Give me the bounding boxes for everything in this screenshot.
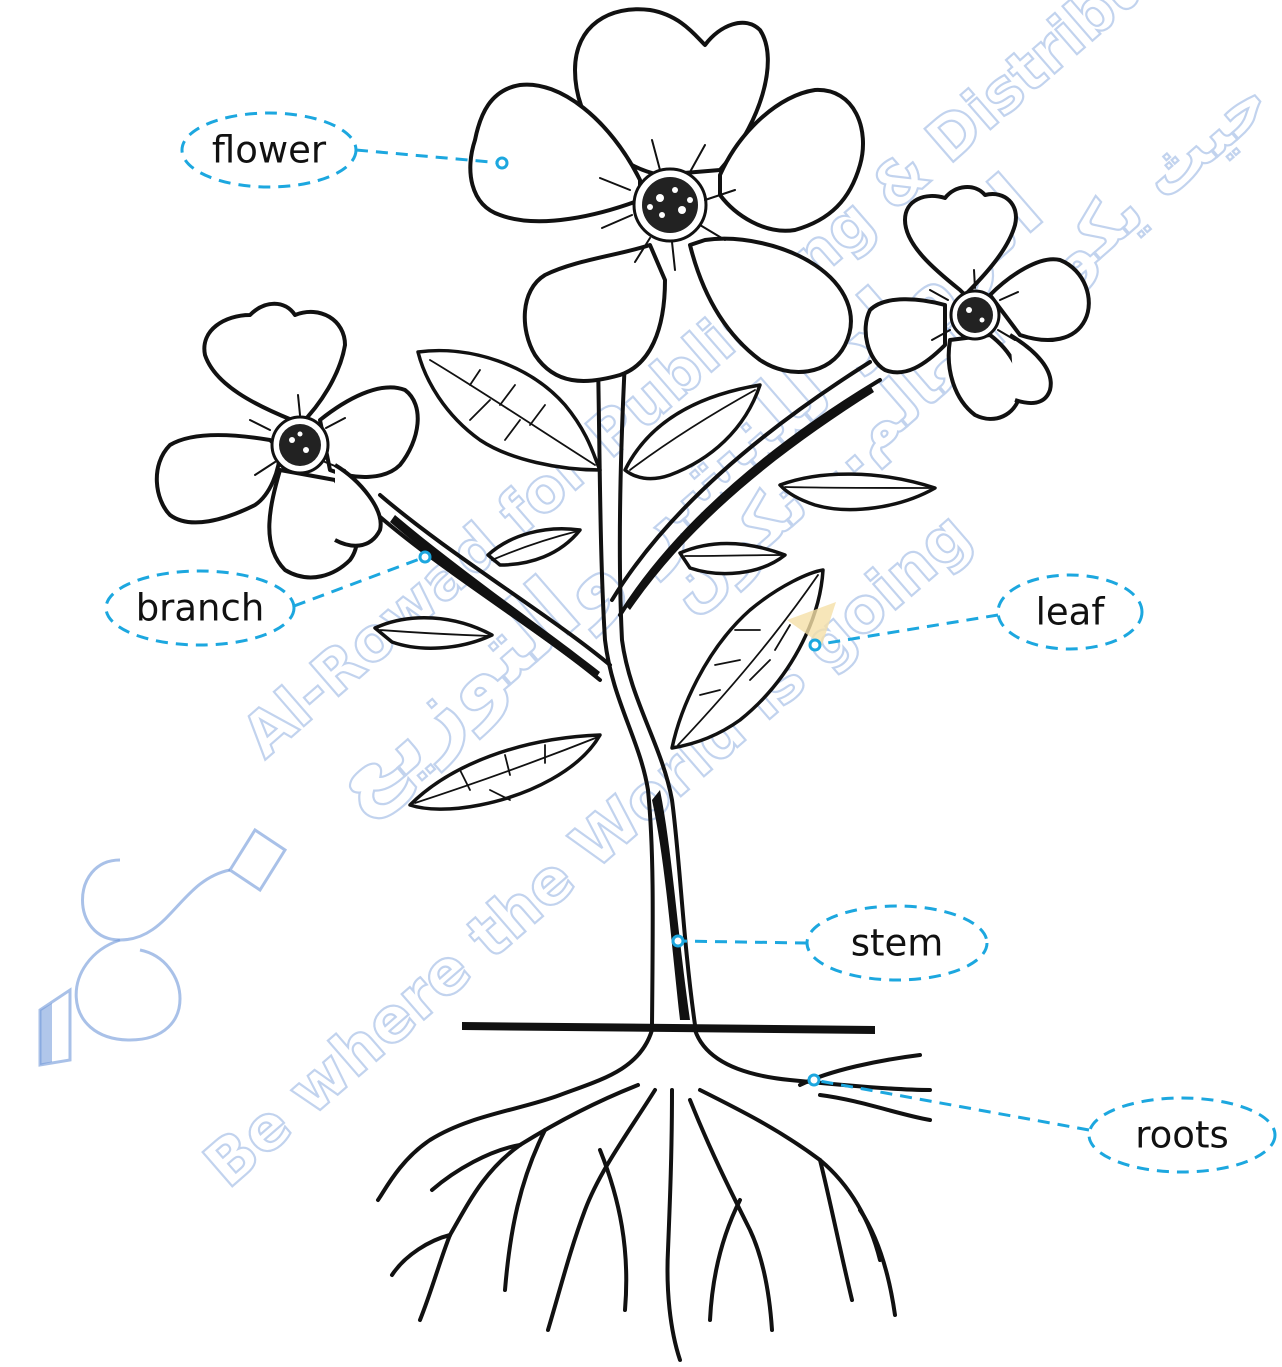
label-leaf-dot: [810, 640, 820, 650]
label-stem: stem: [673, 906, 987, 980]
label-roots-dot: [809, 1075, 819, 1085]
label-flower: flower: [182, 113, 507, 187]
label-leaf-text: leaf: [1036, 591, 1106, 634]
label-stem-text: stem: [851, 922, 944, 965]
watermark-logo: [40, 830, 285, 1065]
left-flower: [157, 304, 418, 578]
ground-line: [462, 1022, 875, 1034]
label-roots-text: roots: [1135, 1114, 1228, 1157]
top-flower: [470, 9, 863, 381]
label-branch-text: branch: [136, 587, 265, 630]
roots-shape: [378, 1030, 930, 1360]
label-branch-dot: [420, 552, 430, 562]
label-flower-text: flower: [212, 129, 327, 172]
label-stem-leader: [678, 941, 807, 943]
label-stem-dot: [673, 936, 683, 946]
label-flower-dot: [497, 158, 507, 168]
